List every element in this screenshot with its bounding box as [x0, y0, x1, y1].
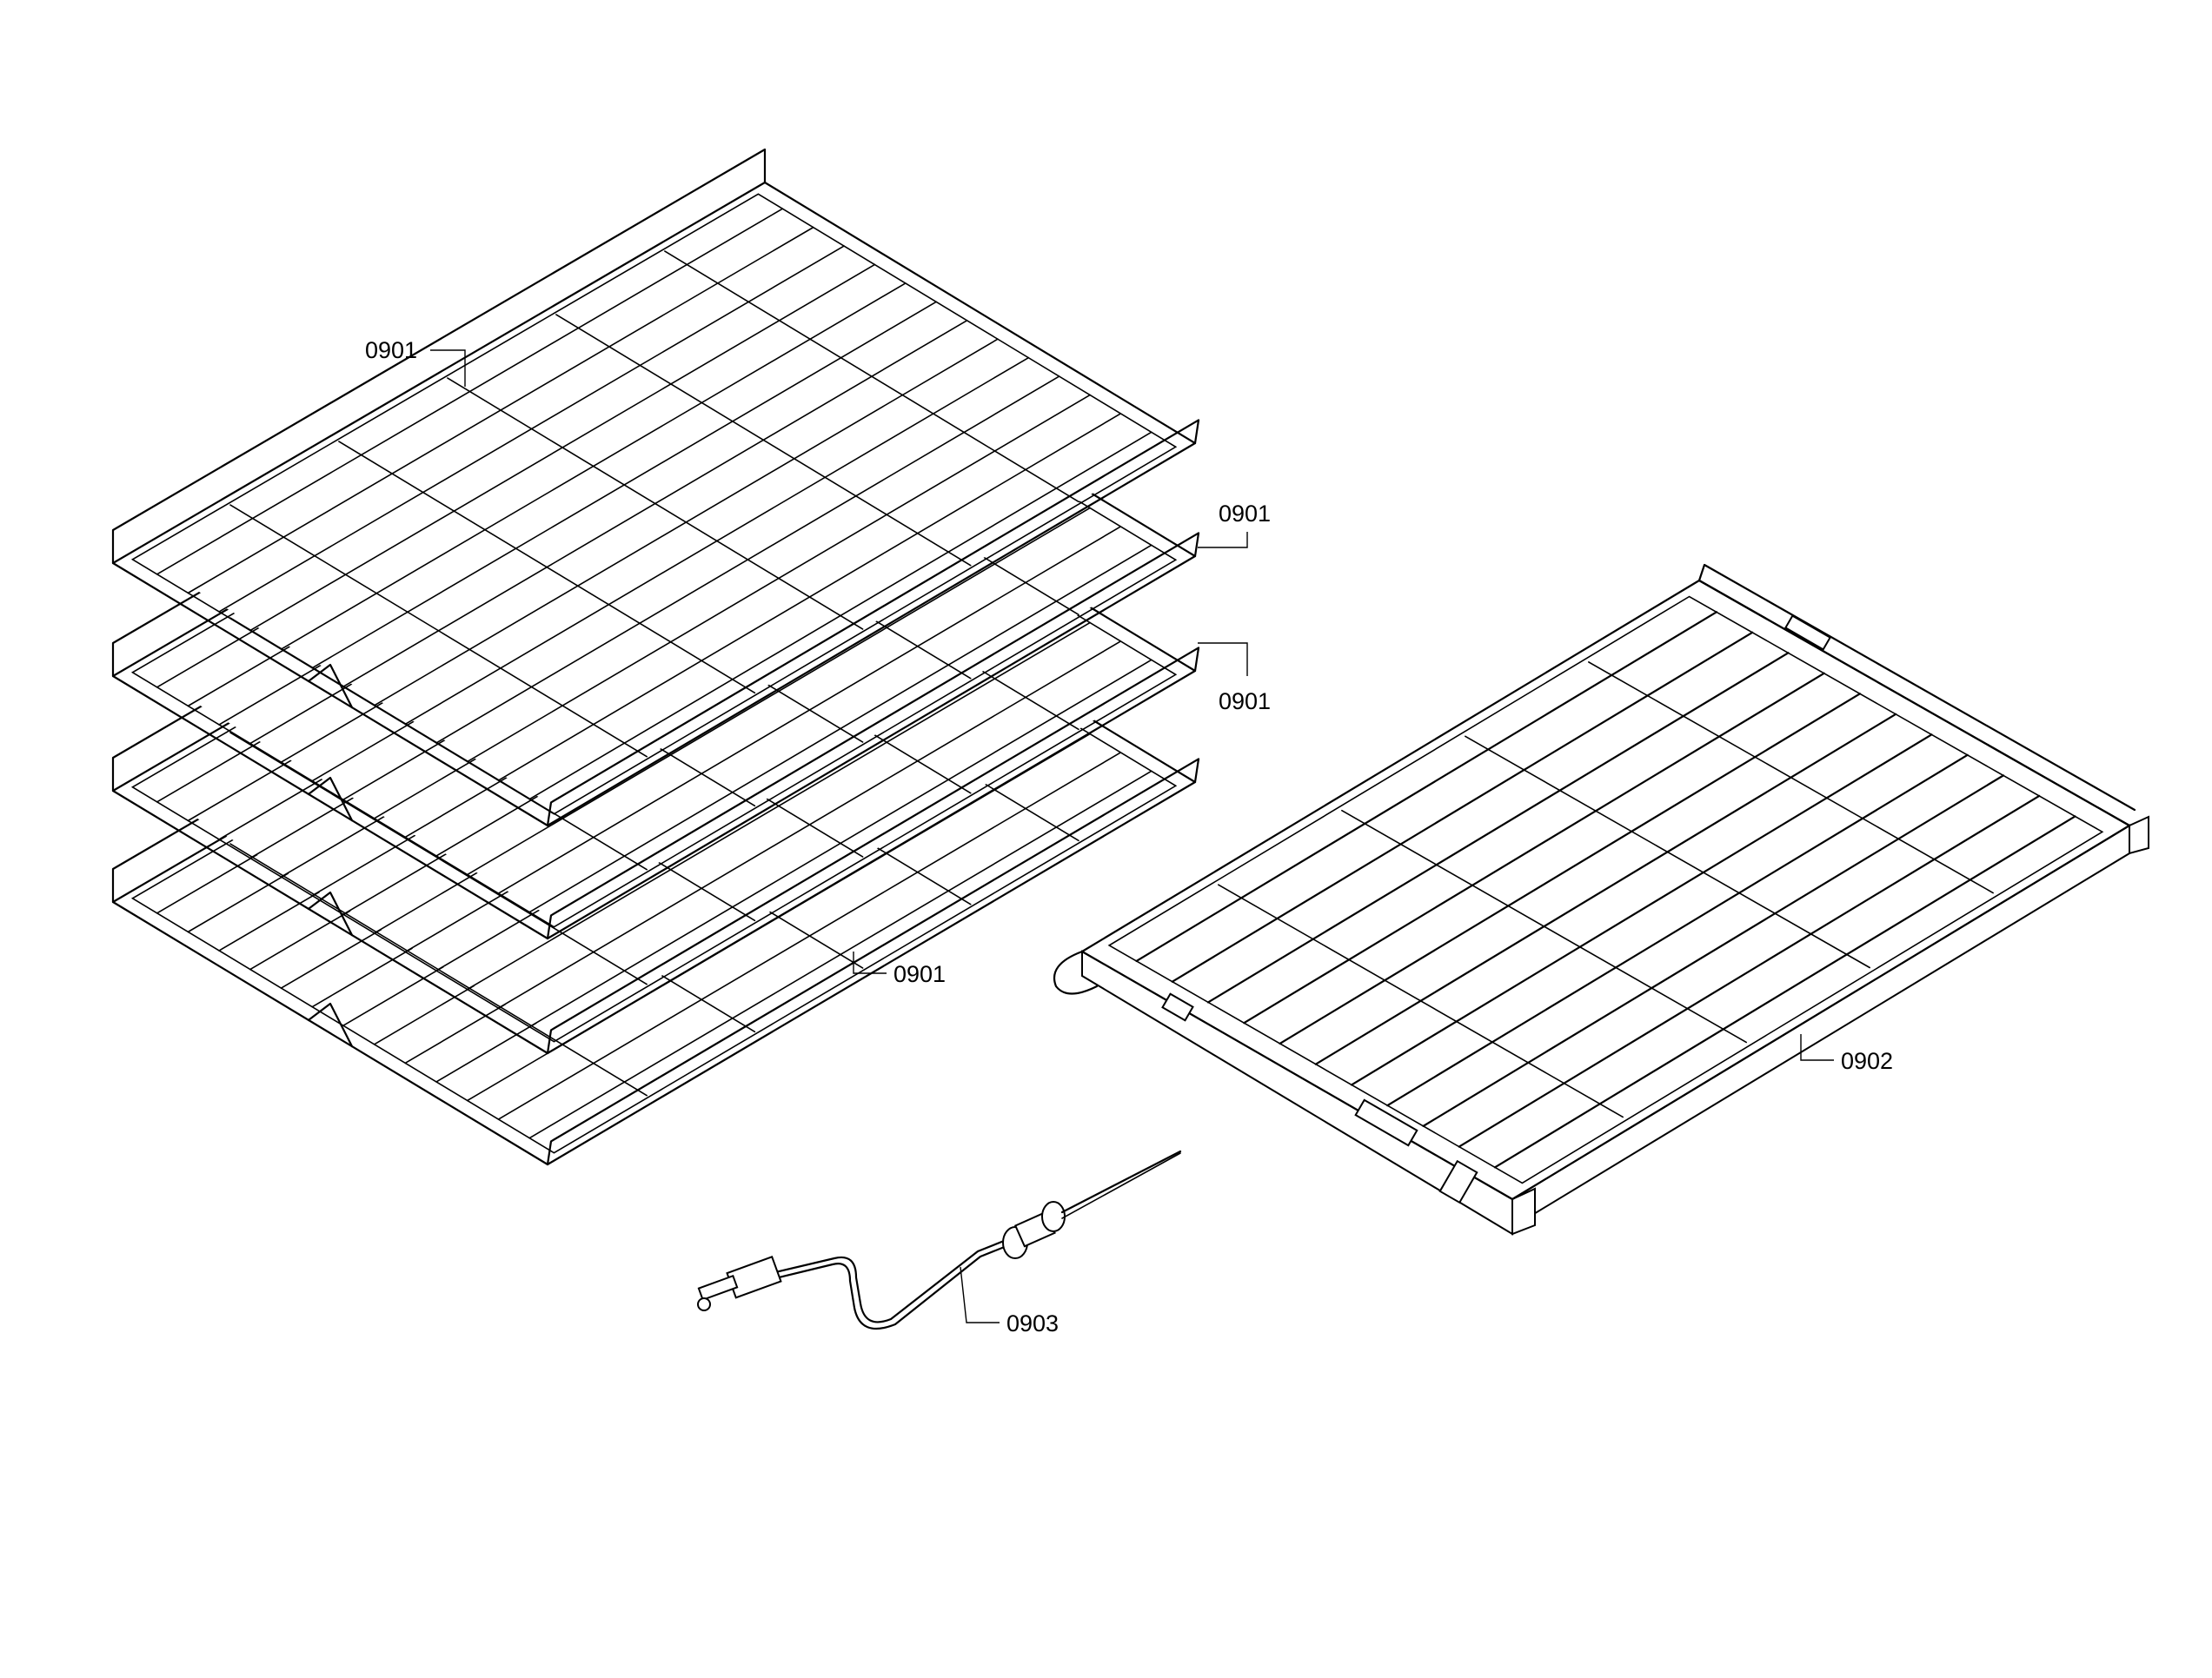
probe-spike	[1060, 1150, 1182, 1214]
telescopic-wire	[1350, 733, 1933, 1086]
rack-cross-wire	[555, 314, 972, 567]
telescopic-wire	[1243, 672, 1825, 1025]
rack-stop-dip	[307, 776, 354, 822]
probe-cable-outer	[770, 1237, 1026, 1330]
probe-plug-body	[726, 1256, 782, 1299]
callout-rack-second: 0901	[1219, 501, 1271, 527]
wire-rack-stack	[111, 148, 1200, 1166]
telescopic-wire	[1314, 713, 1897, 1065]
callout-labels: 0901 0901 0901 0901 0902 0903	[365, 337, 1893, 1336]
telescopic-cross-wire	[1218, 884, 1624, 1118]
leader-rack-third	[1198, 642, 1248, 676]
rack-side-rail-left	[111, 148, 767, 565]
slide-bracket	[1161, 992, 1194, 1022]
leader-rack-top	[430, 349, 466, 387]
telescopic-cross-wire	[1465, 735, 1870, 969]
rack-side-rail-right	[546, 647, 1200, 1055]
leader-rack-bottom	[853, 952, 887, 974]
rack-side-rail-right	[546, 532, 1200, 940]
probe-handle-right	[1041, 1201, 1066, 1232]
telescopic-wire	[1279, 693, 1862, 1045]
rack-cross-wire	[664, 250, 1079, 503]
rack-frame-inner	[130, 193, 1178, 815]
leader-telescopic-rack	[1800, 1034, 1834, 1061]
telescopic-cross-wire	[1341, 809, 1747, 1044]
telescopic-wire	[1386, 753, 1969, 1107]
rack-cross-wire	[229, 732, 648, 985]
callout-rack-top: 0901	[365, 337, 417, 363]
rack-frame	[111, 181, 1197, 827]
telescopic-rail-end-back	[2129, 815, 2149, 855]
probe-spike-edge	[1061, 1152, 1181, 1219]
telescopic-wire	[1422, 774, 2005, 1127]
telescopic-cross-wire	[1588, 661, 1994, 894]
rack-cross-wire	[447, 377, 864, 630]
meat-probe	[697, 1150, 1182, 1330]
rack-stop-dip	[307, 1002, 354, 1048]
telescopic-wire	[1206, 652, 1790, 1004]
leader-meat-probe	[960, 1266, 1000, 1323]
telescopic-wire	[1135, 611, 1718, 963]
callout-rack-third: 0901	[1219, 688, 1271, 714]
telescopic-rack-body	[1053, 563, 2149, 1236]
rack-side-rail-right	[546, 758, 1200, 1166]
leader-rack-second	[1198, 532, 1248, 548]
probe-cable	[770, 1232, 1023, 1323]
callout-telescopic-rack: 0902	[1841, 1048, 1893, 1074]
slide-end-stop	[1438, 1159, 1478, 1204]
slide-bracket	[1784, 614, 1832, 651]
telescopic-back-lip	[1697, 563, 2136, 812]
telescopic-rail-end-front	[1511, 1187, 1536, 1236]
rack-stop-dip	[307, 663, 354, 709]
telescopic-wire	[1171, 631, 1754, 983]
rack-cross-wire	[229, 504, 648, 758]
telescopic-rack	[1053, 563, 2149, 1236]
callout-meat-probe: 0903	[1006, 1310, 1059, 1336]
telescopic-wire	[1458, 794, 2041, 1148]
rack-side-rail-right	[546, 419, 1200, 827]
rack-cross-wire	[338, 441, 756, 694]
rack-stop-dip	[307, 891, 354, 937]
callout-rack-bottom: 0901	[893, 961, 946, 987]
probe-plug-pin	[697, 1274, 739, 1302]
telescopic-frame-inner	[1107, 595, 2104, 1184]
probe-plug-tip	[697, 1297, 711, 1311]
telescopic-wire	[1493, 815, 2076, 1169]
wire-rack	[111, 148, 1200, 827]
slide-bracket	[1354, 1098, 1418, 1147]
telescopic-handle-loop	[1053, 950, 1099, 995]
